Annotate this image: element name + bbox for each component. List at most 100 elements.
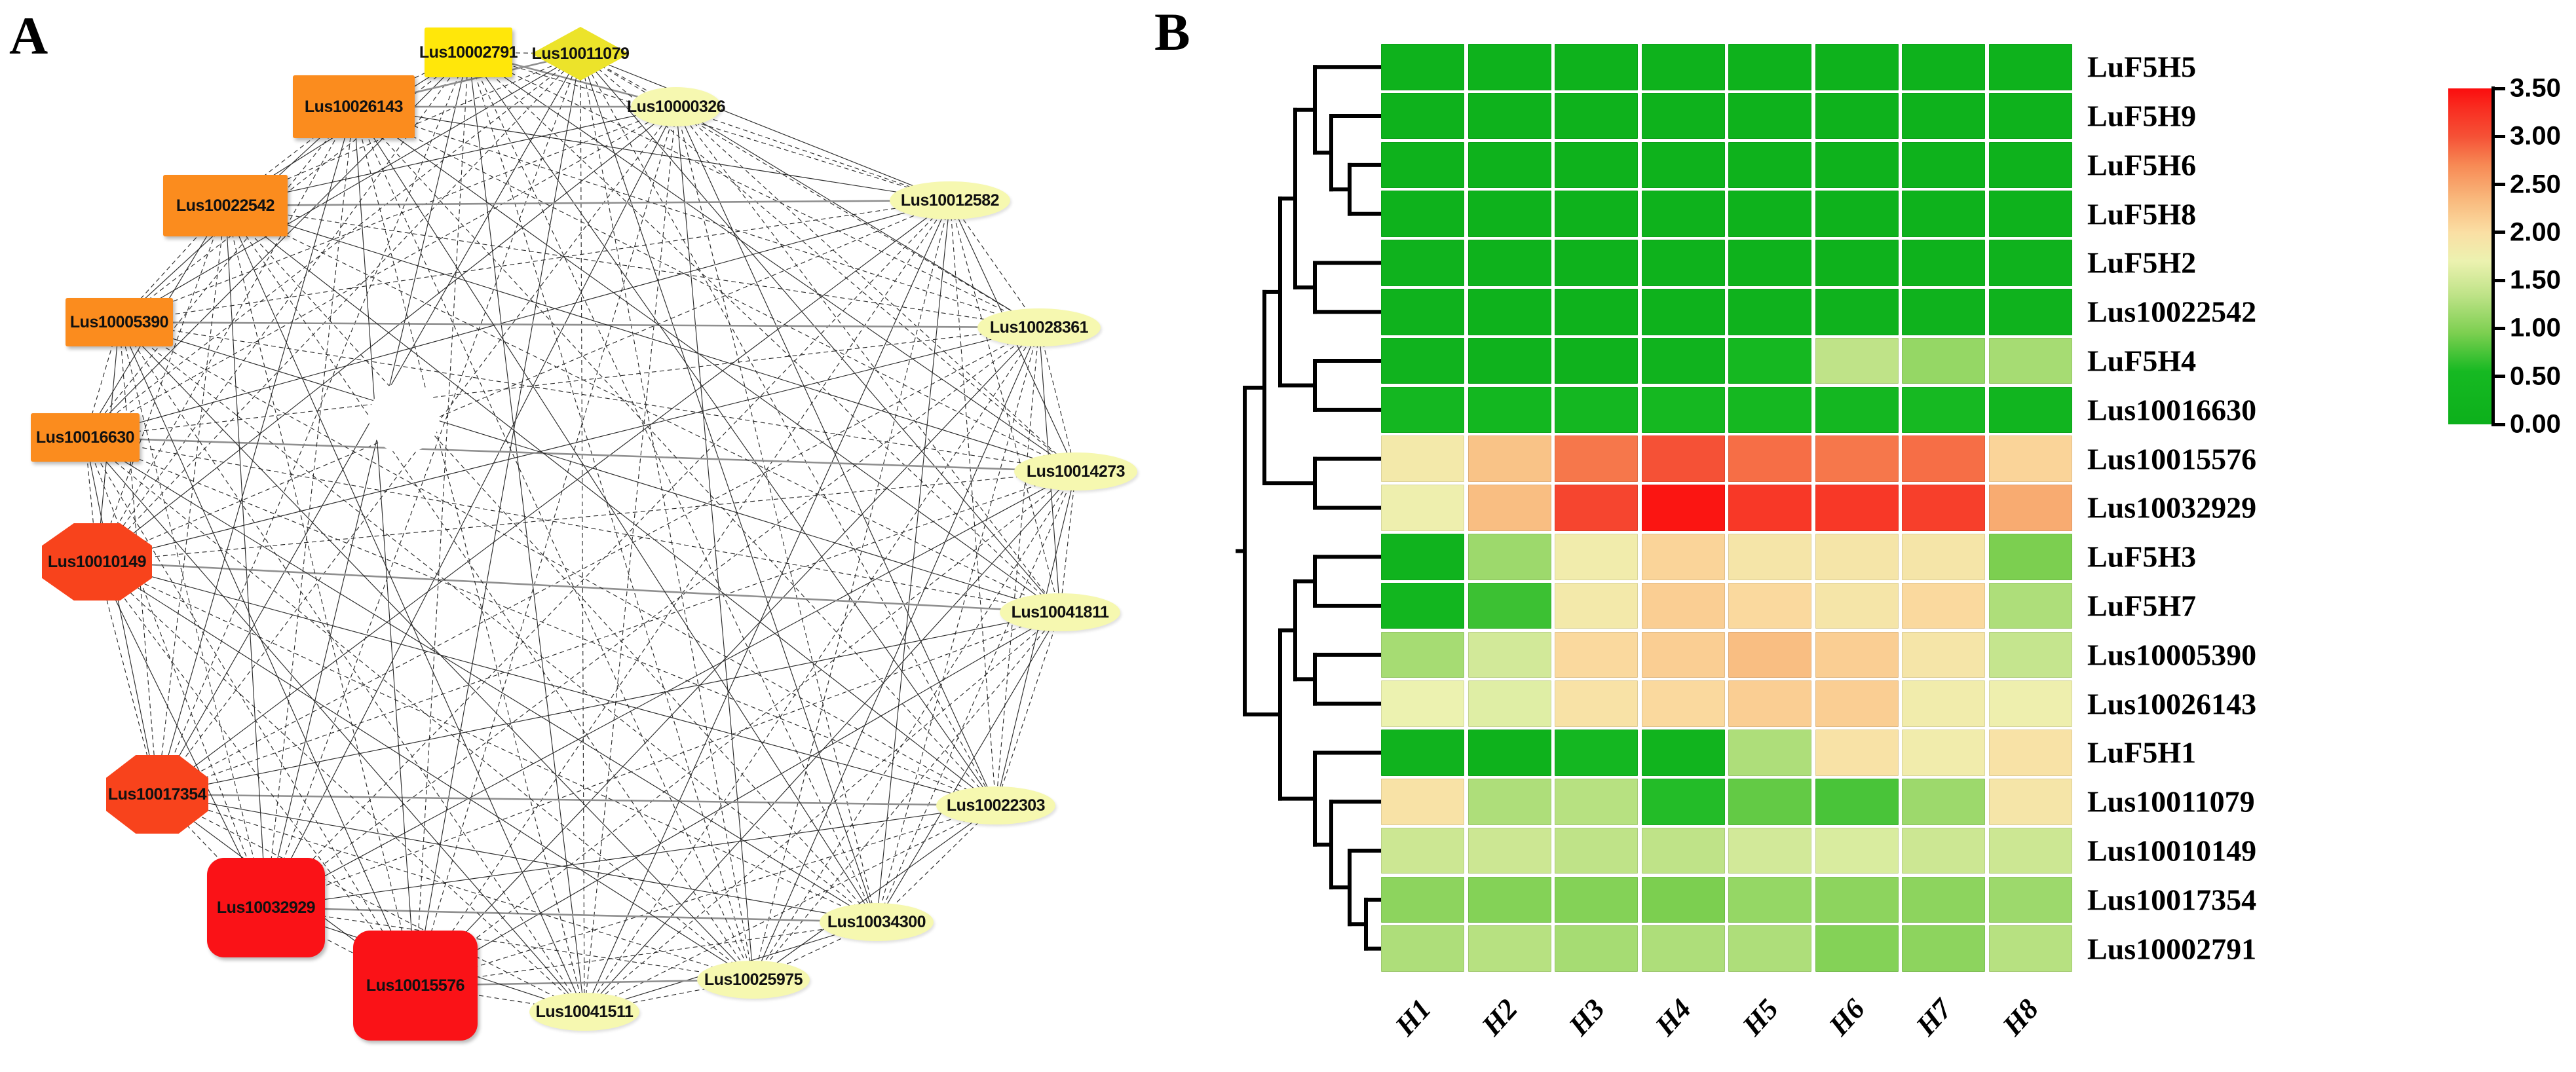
node-label: Lus10022542	[176, 196, 275, 215]
heatmap-cell-LuF5H8-H5	[1728, 191, 1811, 237]
heatmap-cell-Lus10011079-H1	[1381, 779, 1464, 825]
network-node-Lus10016630: Lus10016630	[31, 413, 140, 462]
heatmap-cell-LuF5H8-H1	[1381, 191, 1464, 237]
network-edge	[580, 53, 1076, 472]
network-edge	[584, 106, 677, 1012]
heatmap-cell-Lus10010149-H3	[1555, 827, 1638, 874]
network-edge	[265, 907, 754, 980]
network-edge	[415, 805, 996, 986]
heatmap-cell-LuF5H7-H4	[1641, 582, 1725, 629]
network-edge	[96, 200, 951, 563]
heatmap-cell-Lus10026143-H8	[1988, 680, 2072, 727]
network-edge	[468, 52, 754, 980]
heatmap-cell-LuF5H2-H8	[1988, 240, 2072, 286]
heatmap-cell-LuF5H7-H5	[1728, 582, 1811, 629]
heatmap-cell-Lus10010149-H2	[1468, 827, 1551, 874]
heatmap-cell-Lus10011079-H5	[1728, 779, 1811, 825]
heatmap-row-label-Lus10017354: Lus10017354	[2087, 883, 2257, 917]
network-edge	[580, 53, 1061, 613]
network-edge	[675, 106, 1076, 472]
node-shape-ellipse	[529, 993, 639, 1031]
network-edge	[119, 200, 951, 323]
node-shape-ellipse	[820, 903, 934, 941]
heatmap-cell-LuF5H8-H6	[1815, 191, 1899, 237]
network-edge	[580, 53, 951, 201]
heatmap-cell-LuF5H4-H6	[1815, 337, 1899, 384]
heatmap-cell-Lus10032929-H4	[1641, 485, 1725, 531]
colorbar-tick-mark	[2495, 183, 2505, 187]
node-shape-ellipse	[631, 87, 721, 126]
heatmap-cell-LuF5H5-H5	[1728, 44, 1811, 90]
heatmap-row-label-Lus10026143: Lus10026143	[2087, 687, 2257, 721]
colorbar-tick-mark	[2495, 134, 2505, 138]
network-edge	[119, 322, 585, 1012]
network-edge	[415, 612, 1061, 986]
heatmap-cell-LuF5H5-H3	[1555, 44, 1638, 90]
network-node-Lus10017354: Lus10017354	[106, 755, 208, 834]
heatmap-cell-LuF5H1-H7	[1902, 730, 1985, 776]
network-edge	[225, 205, 1040, 328]
heatmap-cell-LuF5H7-H8	[1988, 582, 2072, 629]
heatmap-cell-LuF5H6-H5	[1728, 141, 1811, 189]
heatmap-cell-Lus10032929-H6	[1815, 485, 1899, 531]
network-edge	[225, 205, 1076, 472]
network-node-Lus10010149: Lus10010149	[42, 523, 152, 601]
network-edge	[415, 106, 677, 986]
heatmap-row-label-LuF5H6: LuF5H6	[2087, 148, 2197, 182]
heatmap-cell-Lus10016630-H4	[1641, 386, 1725, 434]
network-edge	[995, 327, 1040, 806]
network-edge	[85, 437, 158, 795]
colorbar-gradient	[2448, 88, 2491, 424]
heatmap-cell-Lus10017354-H6	[1815, 876, 1899, 923]
network-edge	[753, 471, 1076, 980]
node-shape-octagon	[42, 523, 152, 601]
node-label: Lus10011079	[531, 44, 630, 63]
network-edge	[468, 52, 1061, 613]
heatmap-cell-LuF5H4-H5	[1728, 337, 1811, 384]
node-shape-rect	[31, 413, 140, 462]
network-edge	[119, 321, 1040, 329]
network-node-Lus10012582: Lus10012582	[890, 181, 1010, 219]
network-white-disc	[445, 605, 472, 631]
heatmap-cell-Lus10015576-H8	[1988, 435, 2072, 482]
colorbar-tick-label-2.00: 2.00	[2510, 217, 2561, 247]
network-edge	[85, 437, 585, 1012]
heatmap-cell-Lus10011079-H7	[1902, 779, 1985, 825]
heatmap-cell-Lus10017354-H3	[1555, 876, 1638, 923]
node-label: Lus10012582	[900, 191, 1000, 210]
heatmap-cell-LuF5H1-H8	[1988, 730, 2072, 776]
network-edge	[468, 52, 951, 201]
node-label: Lus10010149	[47, 552, 147, 571]
heatmap-cell-LuF5H1-H3	[1555, 730, 1638, 776]
heatmap-cell-Lus10016630-H5	[1728, 386, 1811, 434]
network-edge	[876, 327, 1040, 923]
heatmap-cell-Lus10005390-H2	[1468, 631, 1551, 678]
heatmap-cell-Lus10032929-H8	[1988, 485, 2072, 531]
heatmap-cell-LuF5H6-H4	[1641, 141, 1725, 189]
network-edge	[675, 106, 951, 201]
heatmap-cell-Lus10032929-H2	[1468, 485, 1551, 531]
heatmap-cell-LuF5H3-H3	[1555, 534, 1638, 580]
node-shape-roundrect	[207, 858, 325, 957]
heatmap-cell-LuF5H5-H4	[1641, 44, 1725, 90]
heatmap-cell-Lus10010149-H6	[1815, 827, 1899, 874]
heatmap-cell-LuF5H5-H2	[1468, 44, 1551, 90]
colorbar-axis	[2491, 86, 2495, 426]
network-edge	[85, 437, 996, 806]
network-edge	[584, 805, 996, 1012]
heatmap-cell-LuF5H7-H1	[1381, 582, 1464, 629]
heatmap-cell-LuF5H8-H8	[1988, 191, 2072, 237]
node-shape-octagon	[106, 755, 208, 834]
network-edge	[580, 53, 754, 980]
heatmap-cell-LuF5H6-H6	[1815, 141, 1899, 189]
heatmap-row-label-Lus10032929: Lus10032929	[2087, 490, 2257, 525]
heatmap-cell-Lus10017354-H4	[1641, 876, 1725, 923]
network-edge	[157, 612, 1061, 795]
node-label: Lus10041811	[1011, 602, 1109, 621]
network-edge	[876, 471, 1076, 923]
network-edge	[225, 205, 585, 1012]
network-edge	[225, 205, 754, 980]
colorbar-tick-label-0.50: 0.50	[2510, 361, 2561, 391]
network-edge	[96, 327, 1040, 563]
network-edge	[580, 53, 996, 806]
